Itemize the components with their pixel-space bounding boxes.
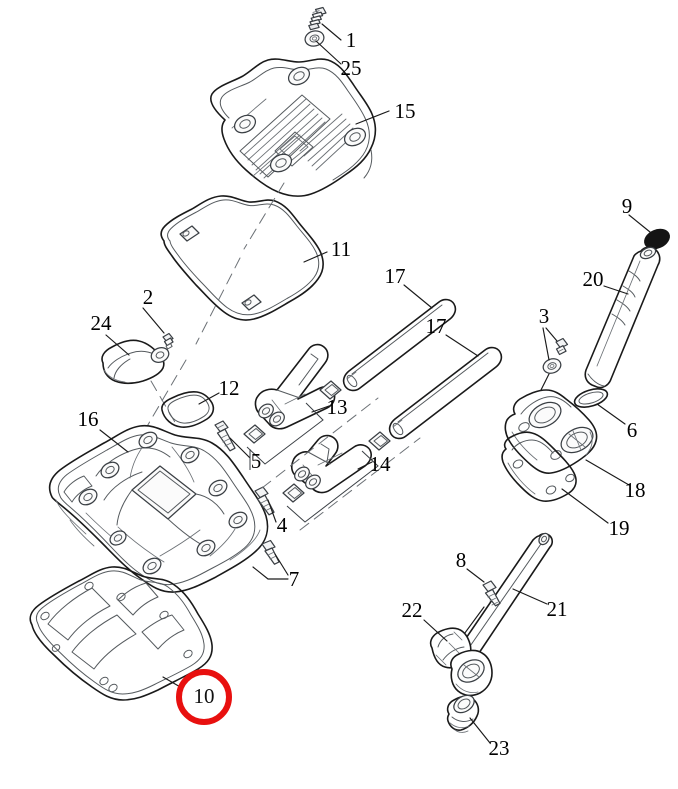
bracket-14 xyxy=(286,450,379,523)
leader-11 xyxy=(303,251,328,263)
leader-15 xyxy=(355,110,390,125)
leader-18 xyxy=(585,459,630,486)
leader-2 xyxy=(142,307,165,334)
callout-labels: 1 25 15 11 2 24 12 16 5 4 7 10 17 17 13 … xyxy=(78,28,646,760)
part-tappet-bolt xyxy=(482,580,501,607)
part-square-seal-ring xyxy=(161,391,215,428)
align-dash-gasket xyxy=(195,257,241,345)
callout-label-19: 19 xyxy=(609,516,630,540)
leader-6 xyxy=(596,403,626,425)
part-bolt-and-washer xyxy=(542,337,569,374)
part-rocker-cover xyxy=(209,58,377,197)
part-rocker-arm-upper xyxy=(254,343,336,430)
callout-label-2: 2 xyxy=(143,285,154,309)
callout-label-10: 10 xyxy=(194,684,215,708)
align-dash-cover xyxy=(243,182,285,250)
part-rocker-bushing-14a xyxy=(368,431,391,451)
callout-label-6: 6 xyxy=(627,418,638,442)
part-pushrod-tube-o-ring xyxy=(573,388,609,408)
leader-7b xyxy=(252,566,289,580)
callout-label-17-upper: 17 xyxy=(385,264,406,288)
leader-8 xyxy=(466,568,485,583)
leader-3b xyxy=(542,327,550,361)
part-pushrod xyxy=(457,532,554,663)
part-rocker-bushing-14b xyxy=(282,483,305,503)
callout-label-1: 1 xyxy=(346,28,357,52)
part-pushrod-tube-cap xyxy=(644,228,670,250)
leader-14 xyxy=(357,461,373,470)
leader-5 xyxy=(229,437,251,459)
callout-label-9: 9 xyxy=(622,194,633,218)
part-rocker-bushing-13a xyxy=(319,380,342,400)
leader-12 xyxy=(198,392,220,405)
leader-22 xyxy=(423,619,448,642)
callout-label-11: 11 xyxy=(331,237,351,261)
callout-label-7: 7 xyxy=(289,567,300,591)
callout-label-21: 21 xyxy=(547,597,568,621)
part-housing-bolt-short xyxy=(261,539,280,565)
callout-label-24: 24 xyxy=(91,311,113,335)
leader-4 xyxy=(267,499,277,523)
leader-21 xyxy=(512,588,548,605)
part-breather-cover xyxy=(101,339,170,385)
callout-label-3: 3 xyxy=(539,304,550,328)
part-tappet-block xyxy=(504,389,598,474)
callout-label-5: 5 xyxy=(251,449,262,473)
leader-3a xyxy=(545,327,558,342)
callout-label-16: 16 xyxy=(78,407,99,431)
leader-20 xyxy=(603,285,629,295)
callout-label-23: 23 xyxy=(489,736,510,760)
callout-label-18: 18 xyxy=(625,478,646,502)
leader-17-upper xyxy=(403,284,433,309)
part-breather-bolt xyxy=(162,332,174,350)
part-tappet-roller xyxy=(446,694,480,733)
leader-9 xyxy=(628,214,651,233)
leader-7 xyxy=(274,553,289,576)
callout-label-25: 25 xyxy=(341,56,362,80)
callout-label-17-lower: 17 xyxy=(426,314,447,338)
part-tappet-block-gasket xyxy=(501,431,577,502)
part-cover-bolt-washer xyxy=(304,30,325,47)
part-rocker-shaft-lower xyxy=(388,346,503,440)
part-head-base-gasket xyxy=(29,566,213,701)
callout-label-13: 13 xyxy=(327,395,348,419)
part-rocker-cover-gasket xyxy=(160,195,324,321)
callout-label-12: 12 xyxy=(219,376,240,400)
part-rocker-bushing-13b xyxy=(243,424,266,444)
callout-label-8: 8 xyxy=(456,548,467,572)
part-rocker-shaft-bolt xyxy=(214,420,236,452)
part-rocker-shaft-upper xyxy=(342,298,457,392)
callout-label-15: 15 xyxy=(395,99,416,123)
callout-label-22: 22 xyxy=(402,598,423,622)
leader-16 xyxy=(99,429,129,453)
part-housing-bolt-long xyxy=(254,486,275,516)
leader-25 xyxy=(315,40,342,65)
part-upper-cover-bolt xyxy=(308,6,327,31)
callout-label-14: 14 xyxy=(370,452,392,476)
callout-label-4: 4 xyxy=(277,513,288,537)
leader-13 xyxy=(311,405,330,413)
align-dash-rockers-a xyxy=(261,397,379,489)
callout-label-20: 20 xyxy=(583,267,604,291)
part-pushrod-tube xyxy=(584,246,661,389)
leader-19 xyxy=(561,488,609,524)
highlight-ring-part-10 xyxy=(176,669,232,725)
leader-17-lower xyxy=(445,334,479,357)
part-tappet-guide xyxy=(429,627,493,697)
leader-23 xyxy=(469,717,491,744)
part-rocker-housing xyxy=(48,424,269,593)
bracket-13 xyxy=(246,402,324,465)
leader-1 xyxy=(321,23,342,41)
align-dash-rockers-b xyxy=(299,437,421,531)
leader-24 xyxy=(105,334,130,356)
